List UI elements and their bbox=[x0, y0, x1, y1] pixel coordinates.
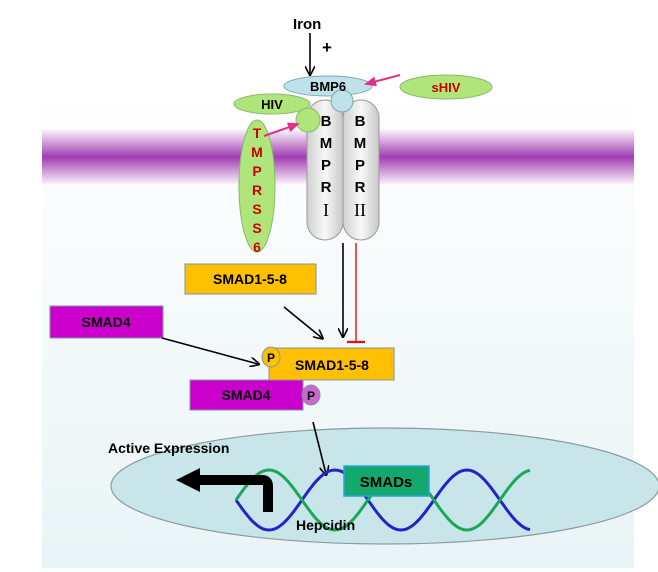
smad158-complex-box bbox=[268, 347, 395, 381]
tmprss6-pill bbox=[238, 119, 276, 253]
nuclear-translocation-arrow bbox=[312, 421, 326, 474]
smad158-complex-label: SMAD1-5-8 bbox=[295, 357, 369, 373]
bmpr2-letter: M bbox=[354, 135, 367, 152]
bmpr2-letter: B bbox=[355, 113, 366, 130]
smads-box bbox=[343, 465, 430, 497]
smad4-complex-label: SMAD4 bbox=[221, 387, 270, 403]
bmp6-binding-ball bbox=[330, 89, 354, 113]
phospho-label-1: P bbox=[267, 351, 275, 365]
tmprss6-letter: R bbox=[252, 182, 262, 198]
active-expression-label: Active Expression bbox=[108, 440, 229, 456]
tmprss6-letter: 6 bbox=[253, 239, 261, 255]
tmprss6-letter: P bbox=[252, 163, 261, 179]
phospho-label-2: P bbox=[307, 389, 315, 403]
tmprss6-letter: S bbox=[252, 220, 261, 236]
tmprss6-letter: M bbox=[251, 144, 263, 160]
bmp6-label: BMP6 bbox=[310, 79, 346, 94]
hiv-label: HIV bbox=[261, 97, 283, 112]
bmpr1-letter: R bbox=[321, 179, 332, 196]
bmpr1-letter: P bbox=[321, 157, 331, 174]
smad158-arrow bbox=[283, 306, 322, 338]
tmprss6-arrow bbox=[263, 122, 300, 137]
tmprss6-letter: T bbox=[253, 125, 262, 141]
bmpr2-numeral: II bbox=[354, 200, 366, 220]
expression-arrow-head bbox=[176, 468, 200, 492]
smad4-complex-box bbox=[189, 379, 304, 411]
bmpr2-letter: P bbox=[355, 157, 365, 174]
plus-sign: + bbox=[322, 38, 332, 57]
bmpr1-letter: M bbox=[320, 135, 333, 152]
phospho-circle-1 bbox=[261, 346, 281, 368]
smad158-box bbox=[184, 263, 317, 295]
shiv-label: sHIV bbox=[432, 80, 461, 95]
tmprss6-letter: S bbox=[252, 201, 261, 217]
smads-label: SMADs bbox=[360, 474, 413, 491]
hiv-ellipse bbox=[233, 93, 311, 115]
bmpr1-numeral: I bbox=[323, 200, 329, 220]
dna-strand-blue bbox=[234, 468, 531, 532]
bmpr2-letter: R bbox=[355, 179, 366, 196]
phospho-circle-2 bbox=[301, 384, 321, 406]
smad158-label: SMAD1-5-8 bbox=[213, 271, 287, 287]
hepcidin-label: Hepcidin bbox=[296, 517, 355, 533]
bmpr2-receptor bbox=[342, 99, 380, 241]
expression-arrow-shaft bbox=[198, 475, 273, 512]
iron-label: Iron bbox=[293, 16, 321, 33]
hiv-binding-ball bbox=[295, 107, 321, 133]
smad4-label: SMAD4 bbox=[81, 314, 130, 330]
smad4-arrow bbox=[161, 337, 258, 364]
shiv-ellipse bbox=[399, 74, 493, 100]
smad4-box bbox=[49, 305, 164, 339]
bmpr1-letter: B bbox=[321, 113, 332, 130]
shiv-arrow bbox=[364, 74, 401, 87]
